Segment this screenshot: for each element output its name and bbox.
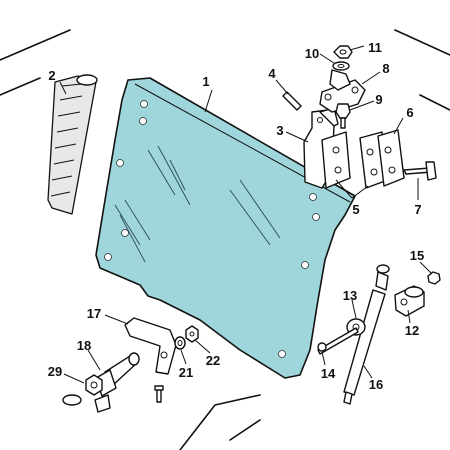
callout-29: 29 bbox=[48, 364, 62, 379]
latch-pin-nut[interactable] bbox=[85, 374, 103, 396]
callout-17: 17 bbox=[87, 306, 101, 321]
callout-22: 22 bbox=[206, 353, 220, 368]
callout-3: 3 bbox=[276, 123, 283, 138]
latch-nut[interactable] bbox=[185, 325, 199, 343]
bolt[interactable] bbox=[335, 103, 351, 129]
screw[interactable] bbox=[403, 161, 437, 181]
glass-panel[interactable] bbox=[95, 77, 356, 379]
latch-washer[interactable] bbox=[174, 336, 186, 350]
callout-7: 7 bbox=[414, 202, 421, 217]
upper-bracket[interactable] bbox=[319, 69, 366, 113]
callout-16: 16 bbox=[369, 377, 383, 392]
callout-13: 13 bbox=[343, 288, 357, 303]
nut[interactable] bbox=[333, 45, 353, 59]
callout-5: 5 bbox=[352, 202, 359, 217]
latch-bracket[interactable] bbox=[124, 317, 177, 375]
hinge-plate-front[interactable] bbox=[377, 129, 405, 187]
leader-lines bbox=[59, 45, 433, 384]
callout-6: 6 bbox=[406, 105, 413, 120]
hinge-pin[interactable] bbox=[282, 91, 302, 111]
callout-8: 8 bbox=[382, 61, 389, 76]
callout-10: 10 bbox=[305, 46, 319, 61]
callout-21: 21 bbox=[179, 365, 193, 380]
body-outline-bottom bbox=[179, 394, 261, 450]
callout-9: 9 bbox=[375, 92, 382, 107]
callout-1: 1 bbox=[202, 74, 209, 89]
strut-ball-joint[interactable] bbox=[317, 318, 366, 355]
callout-14: 14 bbox=[321, 366, 336, 381]
callout-15: 15 bbox=[410, 248, 424, 263]
seal-strip[interactable] bbox=[47, 74, 98, 215]
washer[interactable] bbox=[332, 61, 350, 71]
small-bolt[interactable] bbox=[317, 342, 327, 352]
mount-nut[interactable] bbox=[427, 271, 441, 285]
glass-panel-shape bbox=[95, 77, 356, 379]
lower-screw[interactable] bbox=[154, 385, 164, 403]
lower-bushing[interactable] bbox=[62, 394, 111, 413]
callout-2: 2 bbox=[48, 68, 55, 83]
callout-12: 12 bbox=[405, 323, 419, 338]
body-outline-left bbox=[0, 29, 71, 96]
gas-strut[interactable] bbox=[343, 264, 390, 405]
body-outline-right bbox=[394, 29, 450, 111]
callout-4: 4 bbox=[268, 66, 276, 81]
hinge-bracket[interactable] bbox=[303, 107, 351, 189]
callout-18: 18 bbox=[77, 338, 91, 353]
strut-mount[interactable] bbox=[394, 285, 425, 317]
callout-11: 11 bbox=[368, 40, 382, 55]
